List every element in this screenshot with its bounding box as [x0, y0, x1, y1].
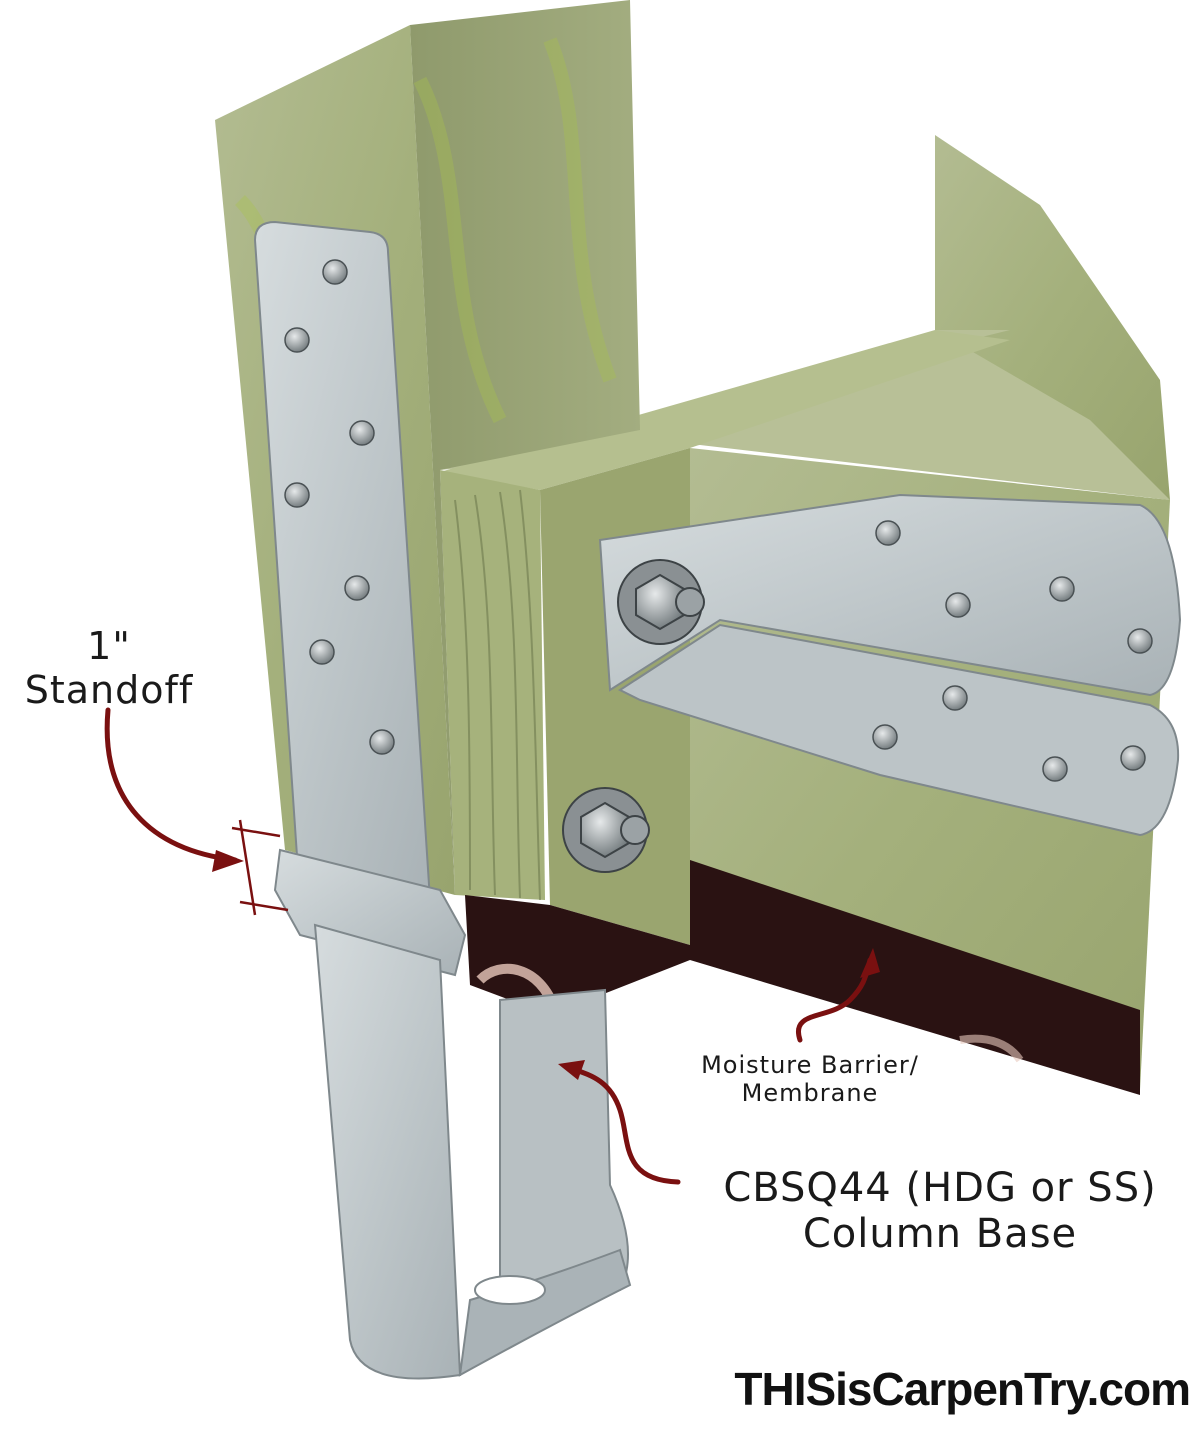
membrane-label: Moisture Barrier/ Membrane [640, 1051, 980, 1107]
connector-bolts [872, 520, 1153, 782]
base-leg-front [313, 923, 462, 1380]
standoff-dimension [231, 819, 289, 916]
arrowheads [212, 850, 880, 1080]
beam-top [440, 330, 1170, 500]
membrane-label-line1: Moisture Barrier/ [701, 1051, 919, 1079]
through-bolts [562, 559, 705, 873]
post-side-face [410, 0, 640, 895]
standoff-label: 1" Standoff [0, 624, 218, 712]
beam-top-face [440, 330, 1010, 490]
column-base-label-line1: CBSQ44 (HDG or SS) [723, 1165, 1157, 1211]
standoff-label-line1: 1" [87, 624, 131, 668]
strap-bolts [284, 259, 395, 755]
column-base-label-line2: Column Base [802, 1211, 1078, 1257]
standoff-arrow [104, 707, 238, 863]
standoff-label-line2: Standoff [24, 667, 194, 712]
brand-watermark: THISisCarpenTry.com [734, 1363, 1191, 1415]
standoff-plate [273, 848, 467, 977]
column-base-arrow [567, 1065, 681, 1185]
base-leg-back [499, 988, 629, 1291]
membrane-label-line2: Membrane [741, 1078, 879, 1107]
beam-end-block [440, 470, 545, 900]
column-base [273, 848, 632, 1380]
column-base-label: CBSQ44 (HDG or SS) Column Base [680, 1165, 1200, 1257]
beam-connector [598, 493, 1182, 837]
